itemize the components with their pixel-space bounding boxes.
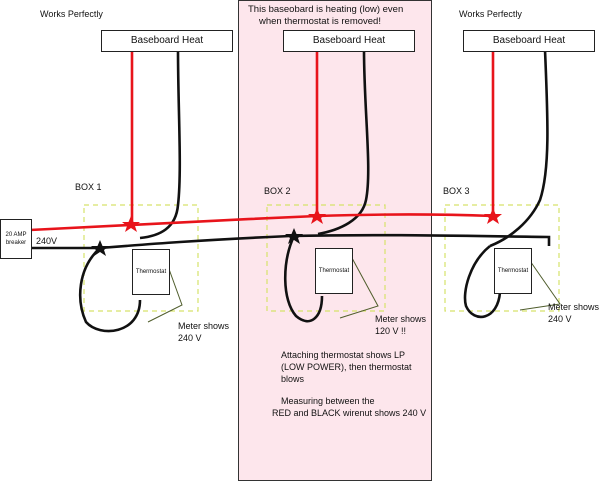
attach-note-line2: (LOW POWER), then thermostat	[281, 362, 412, 372]
junction-box-1	[83, 204, 199, 312]
meter-lead-1	[147, 257, 183, 323]
measure-note-line1: Measuring between the	[281, 396, 375, 406]
thermostat-1-label: Thermostat	[135, 269, 167, 275]
breaker-label-line1: 20 AMP	[5, 232, 27, 238]
box-1-label: BOX 1	[75, 182, 102, 192]
black-loop-box-3	[463, 244, 502, 319]
attach-note-line1: Attaching thermostat shows LP	[281, 350, 406, 360]
thermostat-2: Thermostat	[315, 248, 353, 294]
red-wirenut-3	[484, 208, 502, 224]
box-2-label: BOX 2	[264, 186, 291, 196]
junction-box-2	[266, 204, 386, 312]
left-status-label: Works Perfectly	[40, 9, 103, 19]
black-wire-heater-1	[139, 49, 182, 240]
baseboard-heat-3: Baseboard Heat	[463, 30, 595, 52]
red-wirenut-1	[122, 216, 140, 232]
thermostat-2-label: Thermostat	[318, 268, 350, 274]
red-feed-wire	[29, 213, 494, 232]
meter-2-line1: Meter shows	[375, 314, 427, 324]
meter-2-line2: 120 V !!	[375, 326, 407, 336]
thermostat-3-label: Thermostat	[497, 268, 529, 274]
box-3-label: BOX 3	[443, 186, 470, 196]
meter-lead-2	[339, 257, 379, 319]
voltage-in-label: 240V	[36, 236, 58, 246]
breaker-label-line2: breaker	[5, 240, 27, 246]
thermostat-1: Thermostat	[132, 249, 170, 295]
middle-note-line1: This baseobard is heating (low) even	[248, 4, 404, 15]
black-loop-box-2	[283, 235, 324, 323]
meter-1-line1: Meter shows	[178, 321, 230, 331]
baseboard-heat-2: Baseboard Heat	[283, 30, 415, 52]
meter-3-line2: 240 V	[548, 314, 572, 324]
black-wire-heater-2	[317, 49, 370, 236]
black-wire-heater-3	[489, 49, 549, 248]
meter-3-line1: Meter shows	[548, 302, 600, 312]
meter-1-line2: 240 V	[178, 333, 202, 343]
attach-note-line3: blows	[281, 374, 305, 384]
black-loop-box-1	[78, 247, 142, 333]
black-wirenut-1	[91, 240, 109, 256]
thermostat-3: Thermostat	[494, 248, 532, 294]
right-status-label: Works Perfectly	[459, 9, 522, 19]
middle-note-line2: when thermostat is removed!	[259, 16, 381, 27]
red-wirenut-2	[308, 208, 326, 224]
junction-box-3	[444, 204, 560, 312]
meter-lead-3	[519, 257, 561, 311]
breaker-box: 20 AMP breaker	[0, 219, 32, 259]
middle-highlight-panel	[238, 0, 432, 481]
black-wirenut-2	[285, 228, 303, 244]
baseboard-heat-1: Baseboard Heat	[101, 30, 233, 52]
measure-note-line2: RED and BLACK wirenut shows 240 V	[272, 408, 427, 418]
